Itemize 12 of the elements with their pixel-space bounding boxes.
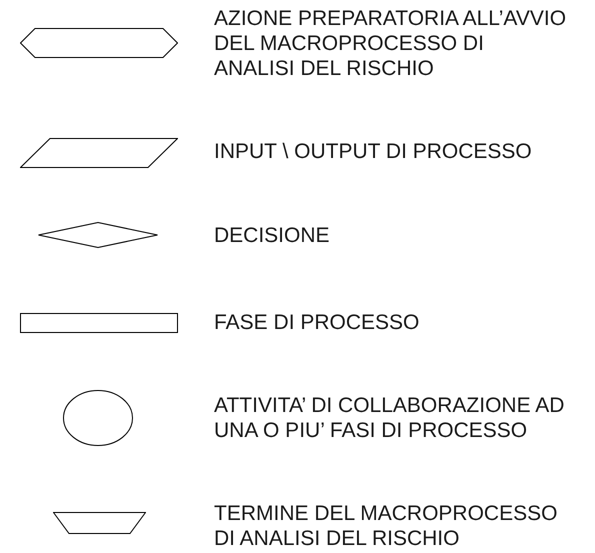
legend-text: AZIONE PREPARATORIA ALL’AVVIO DEL MACROPROCESSO DI ANALISI DEL RISCHIO bbox=[214, 7, 566, 80]
ellipse-symbol bbox=[63, 390, 133, 446]
legend-text: FASE DI PROCESSO bbox=[214, 311, 420, 334]
legend-text: ATTIVITA’ DI COLLABORAZIONE AD UNA O PIU’ FASI DI PROCESSO bbox=[214, 394, 564, 442]
legend-text: TERMINE DEL MACROPROCESSO DI ANALISI DEL RISCHIO bbox=[214, 502, 558, 550]
trapezoid-symbol bbox=[53, 512, 146, 534]
diamond-symbol bbox=[38, 222, 158, 248]
parallelogram-symbol bbox=[20, 138, 178, 168]
legend-text: DECISIONE bbox=[214, 224, 330, 247]
rectangle-symbol bbox=[20, 313, 178, 333]
hexagon-symbol bbox=[20, 28, 178, 58]
legend-text: INPUT \ OUTPUT DI PROCESSO bbox=[214, 140, 532, 163]
